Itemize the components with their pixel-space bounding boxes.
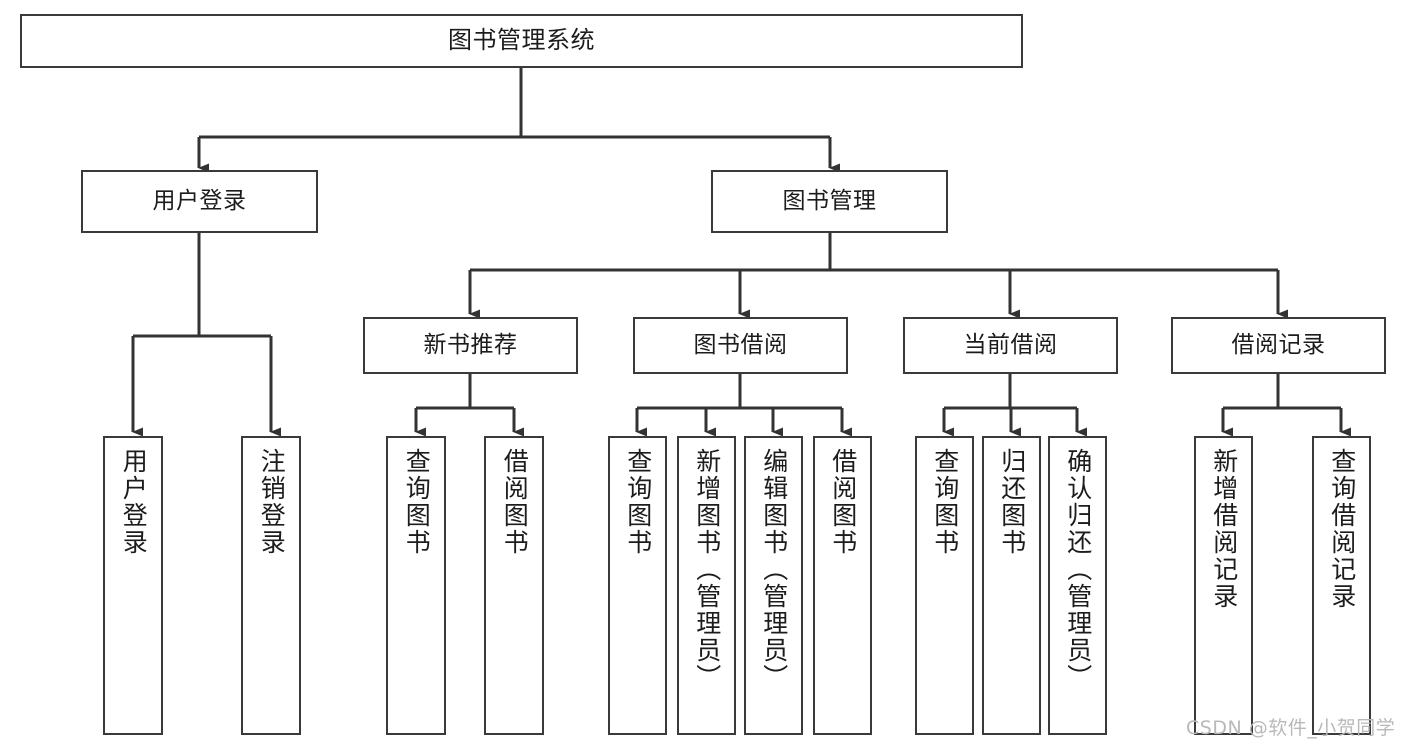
node-current-borrow[interactable]: 当前借阅 [903,317,1118,374]
node-user-login[interactable]: 用户登录 [81,170,318,233]
node-user-login-label: 用户登录 [152,188,247,215]
node-root-label: 图书管理系统 [448,26,595,55]
node-leaf-edit-book-label: 编辑图书（管理员） [759,448,789,691]
node-leaf-query-book-3-label: 查询图书 [930,448,960,556]
node-leaf-user-login-label: 用户登录 [119,448,149,556]
node-leaf-edit-book[interactable]: 编辑图书（管理员） [744,436,803,735]
node-leaf-query-book-1-label: 查询图书 [402,448,432,556]
node-leaf-add-book-label: 新增图书（管理员） [692,448,722,691]
node-leaf-query-book-3[interactable]: 查询图书 [915,436,974,735]
node-leaf-query-record-label: 查询借阅记录 [1327,448,1357,610]
node-leaf-add-book[interactable]: 新增图书（管理员） [677,436,736,735]
node-leaf-return-book[interactable]: 归还图书 [982,436,1041,735]
node-book-manage[interactable]: 图书管理 [711,170,948,233]
node-leaf-query-book-2-label: 查询图书 [623,448,653,556]
node-new-book-rec[interactable]: 新书推荐 [363,317,578,374]
node-leaf-query-record[interactable]: 查询借阅记录 [1312,436,1371,735]
node-leaf-confirm-return[interactable]: 确认归还（管理员） [1048,436,1107,735]
node-book-borrow[interactable]: 图书借阅 [633,317,848,374]
node-leaf-add-record-label: 新增借阅记录 [1209,448,1239,610]
node-leaf-add-record[interactable]: 新增借阅记录 [1194,436,1253,735]
node-current-borrow-label: 当前借阅 [963,332,1058,359]
node-leaf-borrow-book-2-label: 借阅图书 [828,448,858,556]
node-leaf-query-book-1[interactable]: 查询图书 [386,436,446,735]
node-leaf-borrow-book-1-label: 借阅图书 [500,448,530,556]
node-book-borrow-label: 图书借阅 [693,332,788,359]
node-leaf-user-login[interactable]: 用户登录 [103,436,163,735]
csdn-watermark: CSDN @软件_小贺同学 [1186,717,1396,739]
node-borrow-record[interactable]: 借阅记录 [1171,317,1386,374]
node-borrow-record-label: 借阅记录 [1231,332,1326,359]
node-leaf-borrow-book-1[interactable]: 借阅图书 [484,436,544,735]
node-book-manage-label: 图书管理 [782,188,877,215]
node-leaf-borrow-book-2[interactable]: 借阅图书 [813,436,872,735]
node-leaf-return-book-label: 归还图书 [997,448,1027,556]
node-new-book-rec-label: 新书推荐 [423,332,518,359]
node-leaf-user-logout-label: 注销登录 [257,448,287,556]
node-leaf-query-book-2[interactable]: 查询图书 [608,436,667,735]
node-leaf-user-logout[interactable]: 注销登录 [241,436,301,735]
node-root[interactable]: 图书管理系统 [20,14,1023,68]
node-leaf-confirm-return-label: 确认归还（管理员） [1063,448,1093,691]
